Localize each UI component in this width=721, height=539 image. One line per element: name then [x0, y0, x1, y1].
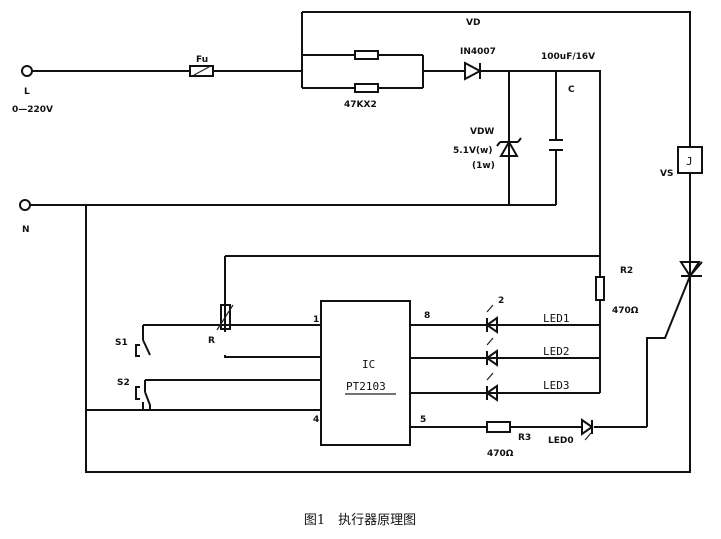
label-r: R — [208, 336, 215, 346]
label-r3: R3 — [518, 433, 531, 443]
diode-in4007 — [464, 61, 483, 81]
label-n: N — [22, 225, 30, 235]
label-cap-value: 100uF/16V — [541, 52, 595, 62]
label-led1: LED1 — [543, 312, 570, 325]
wire-l — [30, 11, 691, 473]
wire-left — [86, 255, 600, 411]
label-r3-value: 470Ω — [487, 449, 514, 459]
wire-outputs — [410, 324, 647, 428]
label-supply: 0—220V — [12, 105, 53, 115]
figure-caption: 图1 执行器原理图 — [304, 513, 416, 528]
label-s2: S2 — [117, 378, 130, 388]
resistor-r3 — [486, 421, 511, 433]
terminal-l — [21, 65, 33, 77]
zener-diode — [496, 137, 522, 157]
terminal-n — [19, 199, 31, 211]
label-r2-value: 470Ω — [612, 306, 639, 316]
label-zener-v: 5.1V(w) — [453, 146, 492, 156]
label-pin1: 1 — [313, 315, 319, 325]
fuse — [189, 65, 214, 77]
switch-s2 — [135, 386, 151, 410]
label-resistors: 47KX2 — [344, 100, 377, 110]
label-zener-p: (1w) — [472, 161, 495, 171]
ic-pt2103 — [320, 300, 411, 446]
label-cap: C — [568, 85, 575, 95]
led-0 — [581, 418, 594, 441]
label-pin2: 2 — [498, 296, 504, 306]
label-zener: VDW — [470, 127, 494, 137]
label-pin8: 8 — [424, 311, 430, 321]
label-pin4: 4 — [313, 415, 319, 425]
resistor-47k-b — [354, 83, 379, 93]
resistor-47k-a — [354, 50, 379, 60]
label-l: L — [24, 87, 30, 97]
label-s1: S1 — [115, 338, 128, 348]
relay-j — [677, 146, 703, 174]
label-fuse: Fu — [196, 55, 208, 65]
label-diode: IN4007 — [460, 47, 496, 57]
label-led3: LED3 — [543, 379, 570, 392]
led-3 — [485, 372, 498, 402]
label-ic: IC — [362, 358, 375, 371]
thermistor-r — [216, 304, 234, 331]
capacitor — [549, 139, 563, 151]
resistor-r2 — [595, 276, 605, 301]
label-vs: VS — [660, 169, 673, 179]
label-vd: VD — [466, 18, 480, 28]
label-r2: R2 — [620, 266, 633, 276]
triac-vs — [646, 261, 703, 427]
led-1 — [485, 304, 498, 334]
switch-s1 — [135, 339, 151, 357]
label-led0: LED0 — [548, 436, 574, 446]
label-relay: J — [686, 155, 693, 168]
label-led2: LED2 — [543, 345, 570, 358]
led-2 — [485, 337, 498, 367]
label-ic-part: PT2103 — [346, 380, 386, 393]
label-pin5: 5 — [420, 415, 426, 425]
